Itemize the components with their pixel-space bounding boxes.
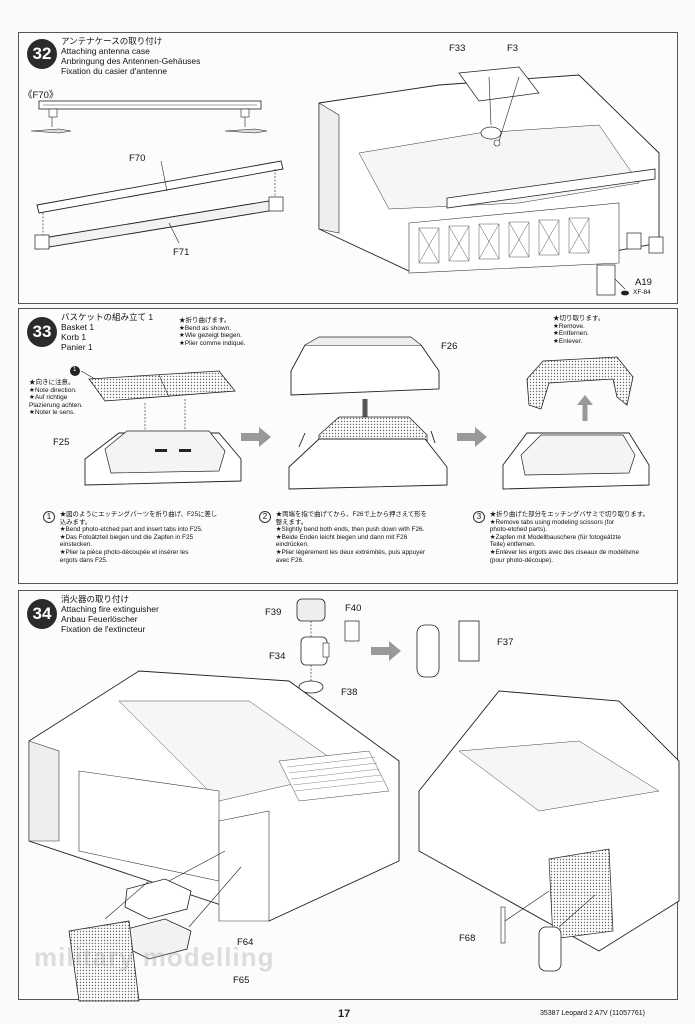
label-f37: F37 [497, 637, 514, 648]
step-32-title-de: Anbringung des Antennen-Gehäuses [61, 56, 201, 66]
label-f40: F40 [345, 603, 362, 614]
footer-code: 35387 Leopard 2 A7V (11057761) [540, 1010, 645, 1017]
label-f68: F68 [459, 933, 476, 944]
direction-note: ★向きに注意。 ★Note direction. ★Auf richtige P… [29, 379, 83, 417]
step-34-title-en: Attaching fire extinguisher [61, 604, 159, 614]
step-34-title-jp: 消火器の取り付け [61, 594, 130, 604]
label-f39: F39 [265, 607, 282, 618]
watermark: military modelling [34, 942, 275, 972]
label-f65: F65 [233, 975, 250, 986]
f70-detail-drawing [30, 66, 664, 296]
step-33-title: バスケットの組み立て 1 Basket 1 Korb 1 Panier 1 [61, 312, 153, 352]
step-33-title-en: Basket 1 [61, 322, 95, 332]
instruction-1: 1 ★図のようにエッチングパーツを折り曲げ、F25に差し 込みます。 ★Bend… [43, 511, 243, 564]
label-f25: F25 [53, 437, 70, 448]
step-34-title-de: Anbau Feuerlöscher [61, 614, 138, 624]
label-f64: F64 [237, 937, 254, 948]
label-paint-xf84: XF-84 [633, 289, 651, 296]
label-f71: F71 [173, 247, 190, 258]
label-f34: F34 [269, 651, 286, 662]
remove-note: ★切り取ります。 ★Remove. ★Entfernen. ★Enlever. [553, 315, 605, 345]
label-f33: F33 [449, 43, 466, 54]
step-32-title-en: Attaching antenna case [61, 46, 150, 56]
step-33-title-fr: Panier 1 [61, 342, 93, 352]
step-34-title-fr: Fixation de l'extincteur [61, 624, 146, 634]
label-f70: F70 [129, 153, 146, 164]
step-32-badge: 32 [27, 39, 57, 69]
fire-extinguisher-drawing [28, 598, 680, 1002]
step-33-panel: 33 バスケットの組み立て 1 Basket 1 Korb 1 Panier 1… [18, 308, 678, 584]
label-a19: A19 [635, 277, 652, 288]
page-number: 17 [338, 1008, 351, 1020]
circle-1-label: 1 [73, 367, 77, 373]
step-34-badge: 34 [27, 599, 57, 629]
step-32-title: アンテナケースの取り付け Attaching antenna case Anbr… [61, 36, 200, 76]
label-f26: F26 [441, 341, 458, 352]
step-33-badge: 33 [27, 317, 57, 347]
step-33-title-de: Korb 1 [61, 332, 87, 342]
bend-note: ★折り曲げます。 ★Bend as shown. ★Wie gezeigt bi… [179, 317, 246, 347]
step-33-title-jp: バスケットの組み立て 1 [61, 312, 154, 322]
step-34-title: 消火器の取り付け Attaching fire extinguisher Anb… [61, 594, 159, 634]
step-32-title-jp: アンテナケースの取り付け [61, 36, 163, 46]
label-f38: F38 [341, 687, 358, 698]
step-32-panel: 32 アンテナケースの取り付け Attaching antenna case A… [18, 32, 678, 304]
instruction-3: 3 ★折り曲げた部分をエッチングバサミで切り取ります。 ★Remove tabs… [473, 511, 673, 564]
step-32-title-fr: Fixation du casier d'antenne [61, 66, 168, 76]
step-34-panel: 34 消火器の取り付け Attaching fire extinguisher … [18, 590, 680, 1002]
label-f3: F3 [507, 43, 519, 54]
basket-assembly-drawing [70, 336, 650, 490]
instruction-2: 2 ★両端を指で曲げてから、F26で上から押さえて形を 整えます。 ★Sligh… [259, 511, 464, 564]
label-f70-bracket: 《F70》 [23, 90, 59, 101]
